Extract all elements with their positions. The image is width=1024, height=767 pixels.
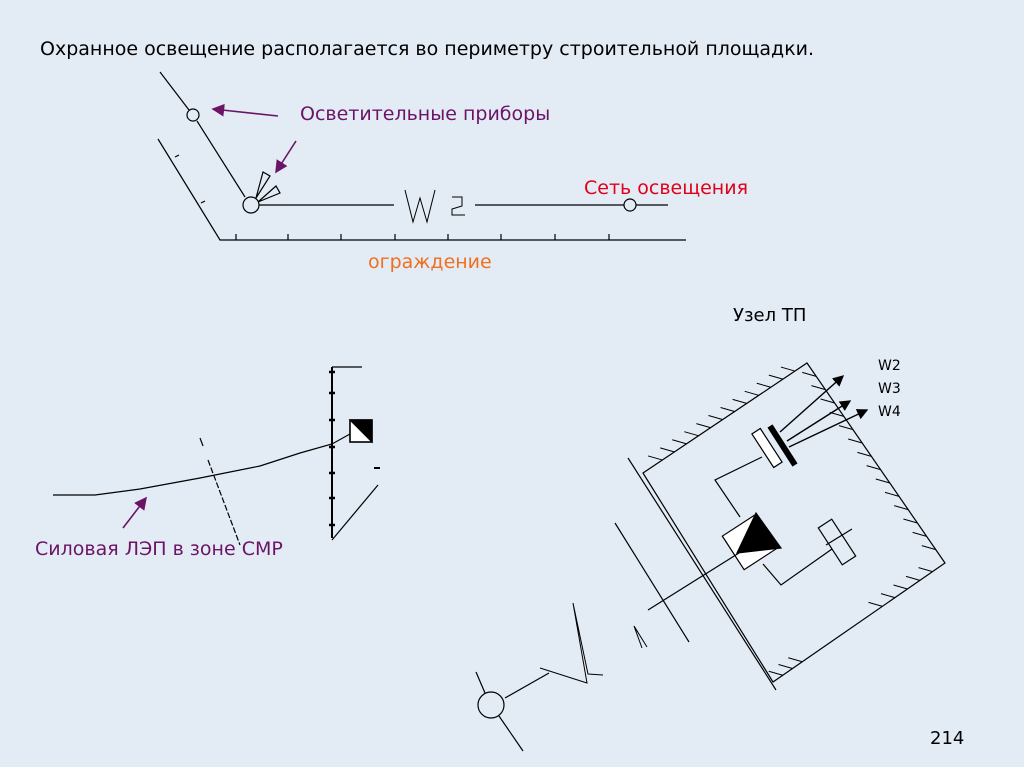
- label-substation-node: Узел ТП: [733, 305, 807, 326]
- hatch-mark: [884, 491, 900, 497]
- hatch-mark: [903, 518, 918, 524]
- lamp-icon: [623, 198, 637, 212]
- hatch-mark: [880, 593, 896, 599]
- hatch-mark: [918, 567, 933, 573]
- label-power-line: Силовая ЛЭП в зоне СМР: [35, 538, 283, 560]
- hatch-mark: [708, 415, 723, 421]
- lamp-icon: [242, 196, 260, 214]
- hatch-mark: [660, 447, 675, 453]
- power-line-diagram: [53, 366, 380, 546]
- slide-title: Охранное освещение располагается во пери…: [40, 38, 815, 60]
- hatch-mark: [811, 385, 826, 391]
- hatch-mark: [857, 451, 872, 457]
- hatch-mark: [720, 406, 735, 412]
- hatch-mark: [788, 657, 803, 663]
- hatch-mark: [778, 664, 793, 669]
- hatch-mark: [921, 545, 936, 551]
- hatch-mark: [684, 431, 699, 437]
- arrow-icon: [211, 103, 279, 117]
- label-output-w2: W2: [878, 358, 901, 374]
- hatch-mark: [744, 390, 759, 396]
- hatch-mark: [802, 371, 817, 377]
- fence-line: [157, 138, 686, 241]
- hatch-mark: [696, 423, 711, 429]
- hatch-mark: [868, 601, 883, 607]
- hatch-mark: [848, 438, 863, 444]
- hatch-mark: [905, 575, 921, 581]
- label-output-w4: W4: [878, 404, 901, 420]
- label-lighting-network: Сеть освещения: [584, 177, 749, 199]
- hatch-mark: [756, 382, 771, 388]
- hatch-mark: [838, 425, 854, 431]
- lamp-icon: [186, 108, 200, 122]
- label-lamps: Осветительные приборы: [300, 103, 551, 125]
- label-fence: ограждение: [368, 251, 492, 273]
- arrow-icon: [122, 496, 147, 529]
- substation-diagram: [475, 362, 946, 752]
- label-output-w3: W3: [878, 381, 901, 397]
- page-number: 214: [930, 728, 965, 749]
- arrow-icon: [275, 140, 297, 174]
- hatch-mark: [820, 398, 835, 404]
- hatch-mark: [768, 374, 783, 380]
- hatch-mark: [672, 439, 687, 445]
- hatch-mark: [893, 584, 908, 590]
- hatch-mark: [732, 398, 747, 404]
- hatch-mark: [894, 505, 909, 511]
- hatch-mark: [875, 478, 890, 484]
- hatch-mark: [780, 366, 796, 372]
- hatch-mark: [768, 670, 783, 676]
- hatch-mark: [647, 455, 663, 461]
- hatch-mark: [912, 531, 927, 537]
- perimeter-lighting-diagram: [157, 71, 686, 241]
- hatch-mark: [866, 465, 881, 471]
